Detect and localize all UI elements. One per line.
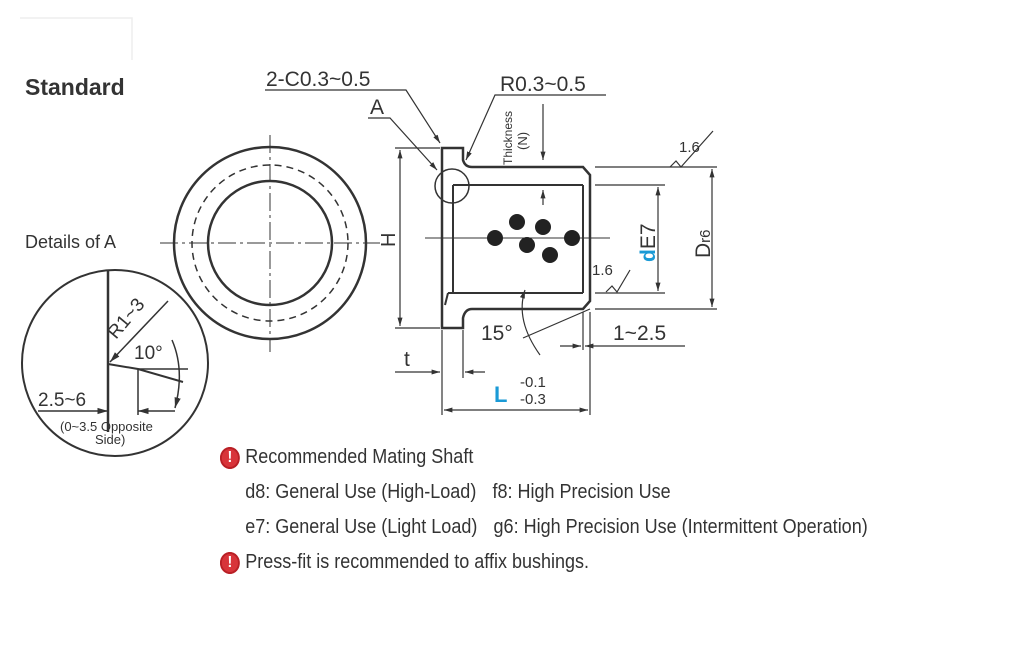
roughness-outer: 1.6 (679, 139, 700, 156)
chamfer-length-label: 1~2.5 (613, 322, 666, 345)
mating-shaft-heading-text: Recommended Mating Shaft (245, 446, 474, 468)
press-fit-note: ! Press-fit is recommended to affix bush… (220, 545, 868, 580)
thickness-symbol: (N) (515, 132, 530, 150)
detail-ref-label: A (370, 96, 384, 119)
shaft-f8: f8: High Precision Use (492, 481, 671, 503)
section-title: Standard (25, 74, 125, 100)
height-label: H (378, 233, 400, 247)
bore-tolerance: E7 (637, 223, 660, 249)
mating-shaft-heading: ! Recommended Mating Shaft (220, 440, 868, 475)
end-view (160, 135, 380, 352)
detail-note-line2: Side) (95, 432, 125, 447)
shaft-g6: g6: High Precision Use (Intermittent Ope… (493, 516, 868, 538)
alert-icon: ! (220, 446, 240, 469)
notes: ! Recommended Mating Shaft d8: General U… (220, 440, 868, 580)
bore-d-symbol: d (637, 249, 660, 262)
outer-diameter-label: Dr6 (692, 229, 715, 258)
list-item: e7: General Use (Light Load) g6: High Pr… (220, 510, 868, 545)
length-tol-upper: -0.1 (520, 374, 546, 391)
shaft-e7: e7: General Use (Light Load) (245, 516, 478, 538)
shaft-d8: d8: General Use (High-Load) (245, 481, 477, 503)
alert-icon: ! (220, 551, 240, 574)
press-fit-text: Press-fit is recommended to affix bushin… (245, 551, 590, 573)
details-label: Details of A (25, 232, 116, 252)
bore-diameter-label: dE7 (637, 223, 660, 262)
detail-angle-label: 10° (134, 343, 163, 364)
angle-label: 15° (481, 322, 513, 345)
flange-thickness-label: t (404, 348, 410, 371)
length-label: L (494, 382, 507, 407)
graphite-plugs (487, 214, 580, 263)
outer-d-symbol: D (692, 243, 715, 258)
detail-note-line1: (0~3.5 Opposite (60, 419, 153, 434)
length-tol-lower: -0.3 (520, 391, 546, 408)
detail-radius-label: R1~3 (104, 295, 150, 344)
list-item: d8: General Use (High-Load) f8: High Pre… (220, 475, 868, 510)
roughness-inner: 1.6 (592, 262, 613, 279)
outer-tolerance: r6 (697, 229, 714, 242)
radius-label: R0.3~0.5 (500, 73, 586, 96)
thickness-label: Thickness (501, 111, 515, 165)
detail-a-view (21, 269, 209, 457)
chamfer-label: 2-C0.3~0.5 (266, 68, 371, 91)
detail-width-label: 2.5~6 (38, 390, 86, 411)
